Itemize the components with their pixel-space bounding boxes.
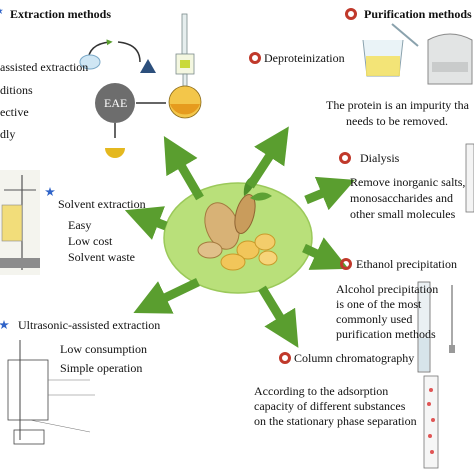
ethanol-line-2: is one of the most <box>336 297 422 311</box>
solvent-title: Solvent extraction <box>58 197 146 211</box>
arrow-to-eae <box>163 136 204 201</box>
solvent-point-1: Easy <box>68 218 92 232</box>
centrifuge-illustration <box>427 33 473 85</box>
ultrasonic-apparatus <box>0 338 100 448</box>
ultrasonic-point-2: Simple operation <box>60 361 143 375</box>
deproteinization-line-2: needs to be removed. <box>346 114 448 128</box>
star-icon-solvent <box>45 187 55 196</box>
ethanol-line-3: commonly used <box>336 312 413 326</box>
star-icon-ultrasonic <box>0 320 9 329</box>
ring-icon-deproteinization <box>249 52 261 64</box>
dialysis-title: Dialysis <box>360 151 400 165</box>
arrow-to-ultrasonic <box>133 277 200 314</box>
beaker-illustration <box>362 23 419 77</box>
arrow-to-dialysis <box>304 176 355 211</box>
eae-point-1: assisted extraction <box>0 60 89 74</box>
extraction-heading: Extraction methods <box>10 7 111 21</box>
arrow-to-column <box>258 285 299 348</box>
eae-point-3: ective <box>0 105 29 119</box>
dialysis-line-2: monosaccharides and <box>350 191 453 205</box>
ring-icon-column <box>279 352 291 364</box>
soxhlet-apparatus <box>0 170 40 275</box>
purification-heading: Purification methods <box>364 7 472 21</box>
chromatography-column <box>423 375 439 469</box>
ultrasonic-point-1: Low consumption <box>60 342 147 356</box>
column-line-1: According to the adsorption <box>254 384 389 398</box>
flask-apparatus <box>168 13 202 119</box>
dialysis-tube <box>465 143 474 213</box>
column-line-3: on the stationary phase separation <box>254 414 417 428</box>
deproteinization-title: Deproteinization <box>264 51 345 65</box>
ethanol-line-4: purification methods <box>336 327 436 341</box>
solvent-point-2: Low cost <box>68 234 113 248</box>
ring-icon-purification <box>345 8 357 20</box>
star-icon-extraction <box>0 8 3 14</box>
solvent-point-3: Solvent waste <box>68 250 135 264</box>
enzyme-shape <box>79 54 101 70</box>
deproteinization-line-1: The protein is an impurity tha <box>326 98 469 112</box>
ethanol-line-1: Alcohol precipitation <box>336 282 439 296</box>
arrow-to-ethanol <box>302 237 349 270</box>
ring-icon-ethanol <box>340 258 352 270</box>
ethanol-title: Ethanol precipitation <box>356 257 457 271</box>
dialysis-line-1: Remove inorganic salts, <box>350 175 466 189</box>
half-circle-shape <box>105 148 125 158</box>
eae-circle <box>95 83 135 123</box>
triangle-icon <box>140 59 156 73</box>
arrow-to-solvent <box>124 206 168 240</box>
dialysis-line-3: other small molecules <box>350 207 456 221</box>
eae-diagram <box>79 39 166 158</box>
ring-icon-dialysis <box>339 152 351 164</box>
graduated-cylinder <box>417 281 455 373</box>
column-title: Column chromatography <box>294 351 415 365</box>
eae-point-4: dly <box>0 127 16 141</box>
eae-label: EAE <box>104 96 128 110</box>
eae-point-2: ditions <box>0 83 33 97</box>
column-line-2: capacity of different substances <box>254 399 406 413</box>
ultrasonic-title: Ultrasonic-assisted extraction <box>18 318 161 332</box>
arrow-to-deproteinization <box>246 126 289 189</box>
